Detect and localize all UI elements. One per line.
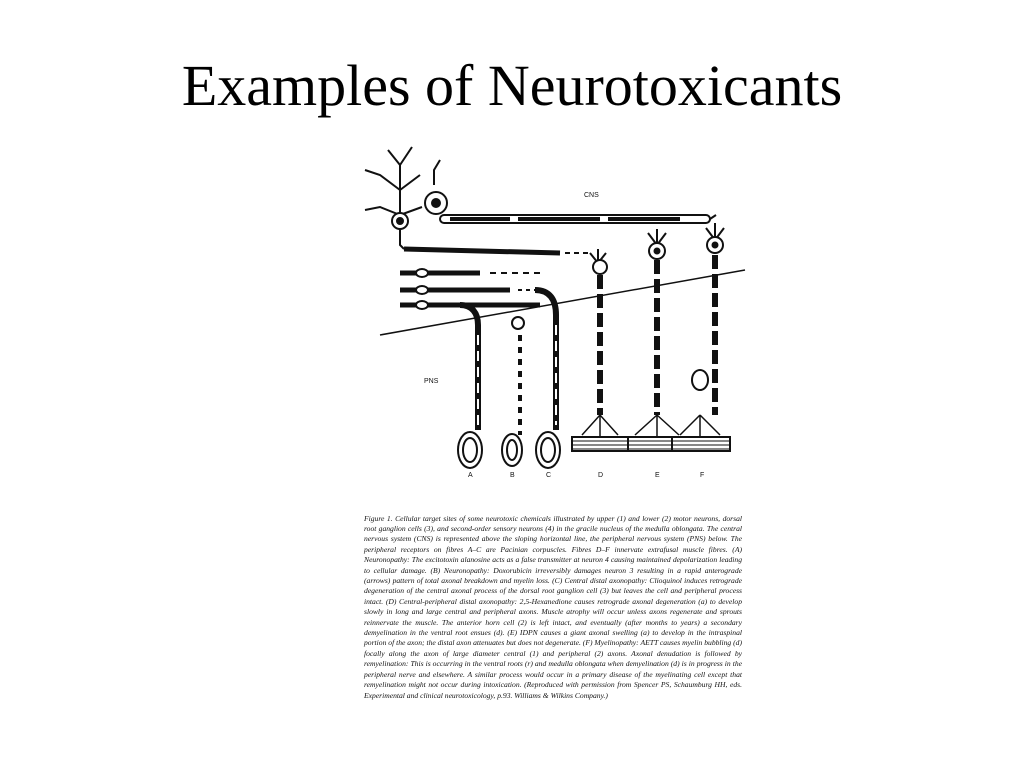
fibre-label-e: E — [655, 472, 660, 479]
neurotoxicant-diagram: CNS PNS A B C D E F — [360, 145, 750, 490]
upper-motor-neuron — [424, 159, 448, 215]
fibre-f — [671, 223, 731, 452]
cns-label: CNS — [584, 192, 599, 199]
fibre-label-d: D — [598, 472, 603, 479]
fibre-label-b: B — [510, 472, 515, 479]
dorsal-root-ganglion-neuron — [364, 146, 423, 250]
fibre-label-c: C — [546, 472, 551, 479]
fibre-b — [501, 316, 525, 467]
fibre-d — [571, 249, 629, 452]
horizontal-fibres — [400, 246, 590, 310]
figure-caption: Figure 1. Cellular target sites of some … — [364, 513, 742, 700]
pns-label: PNS — [424, 378, 439, 385]
fibre-label-f: F — [700, 472, 704, 479]
fibre-e — [627, 229, 687, 452]
fibre-a — [457, 302, 483, 469]
slide-title: Examples of Neurotoxicants — [181, 53, 843, 118]
central-axon-cns — [439, 214, 717, 224]
neuron-schematic: CNS PNS A B C D E F — [364, 146, 746, 479]
fibre-c — [534, 287, 561, 469]
fibre-label-a: A — [468, 472, 473, 479]
cns-pns-boundary-line — [379, 269, 746, 336]
